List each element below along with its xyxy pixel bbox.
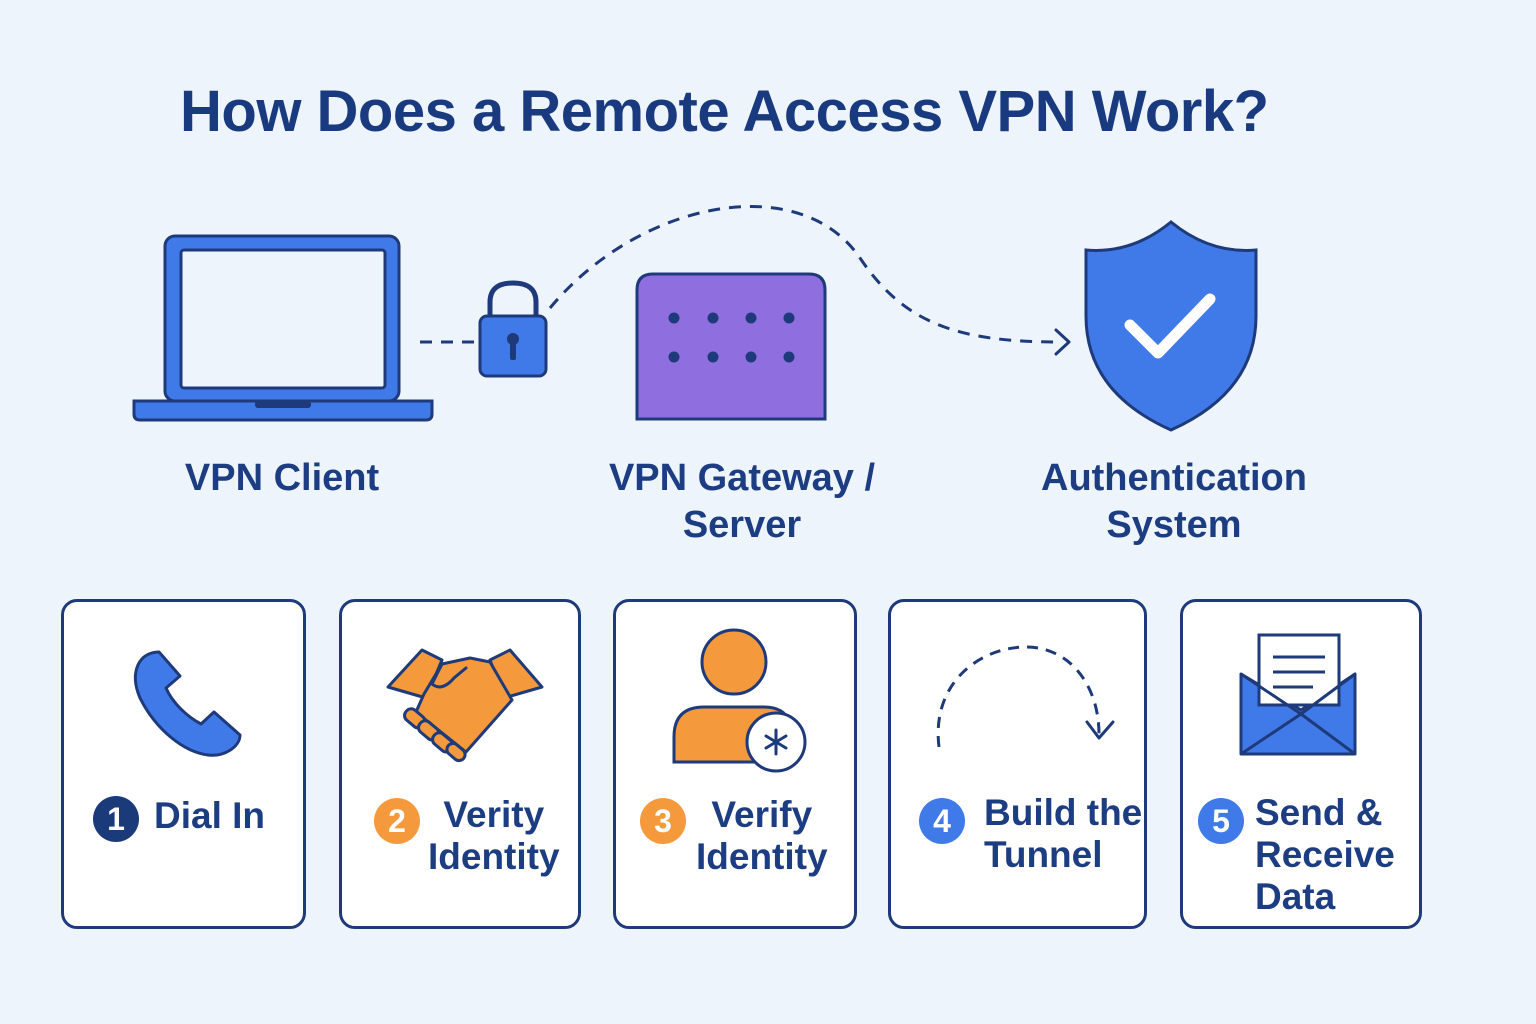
step-number-badge: 5 <box>1198 798 1244 844</box>
arrow-head <box>1054 328 1071 356</box>
curved-arrow-icon <box>936 645 1115 748</box>
step-label: Send & Receive Data <box>1255 792 1395 917</box>
vpn-flow-diagram <box>132 205 1258 432</box>
step-number-badge: 1 <box>93 796 139 842</box>
step-label: Dial In <box>154 795 266 836</box>
vpn-client-label: VPN Client <box>184 457 380 499</box>
step-label: Build the Tunnel <box>984 792 1143 875</box>
step-number-badge: 4 <box>919 798 965 844</box>
step-number-badge: 2 <box>374 798 420 844</box>
step-card-dial-in: 1 Dial In <box>61 599 306 929</box>
page-title: How Does a Remote Access VPN Work? <box>180 79 1269 144</box>
step-number-badge: 3 <box>640 798 686 844</box>
shield-check-icon <box>1084 220 1258 432</box>
lock-icon <box>478 280 548 378</box>
server-icon <box>635 272 827 421</box>
step-card-send-receive: 5 Send & Receive Data <box>1180 599 1422 929</box>
step-card-verify-identity: 3 Verify Identity <box>613 599 857 929</box>
step-card-verity-identity: 2 Verity Identity <box>339 599 581 929</box>
step-label: Verify Identity <box>696 794 828 877</box>
envelope-icon <box>1239 633 1357 756</box>
phone-icon <box>134 650 242 757</box>
user-verify-icon <box>672 628 807 773</box>
tunnel-arc <box>548 205 1061 344</box>
step-label: Verity Identity <box>428 794 560 877</box>
laptop-icon <box>132 234 434 422</box>
step-card-build-tunnel: 4 Build the Tunnel <box>888 599 1147 929</box>
handshake-icon <box>386 648 544 763</box>
authentication-system-label: Authentication System <box>1041 457 1307 546</box>
vpn-gateway-label: VPN Gateway / Server <box>608 457 876 546</box>
